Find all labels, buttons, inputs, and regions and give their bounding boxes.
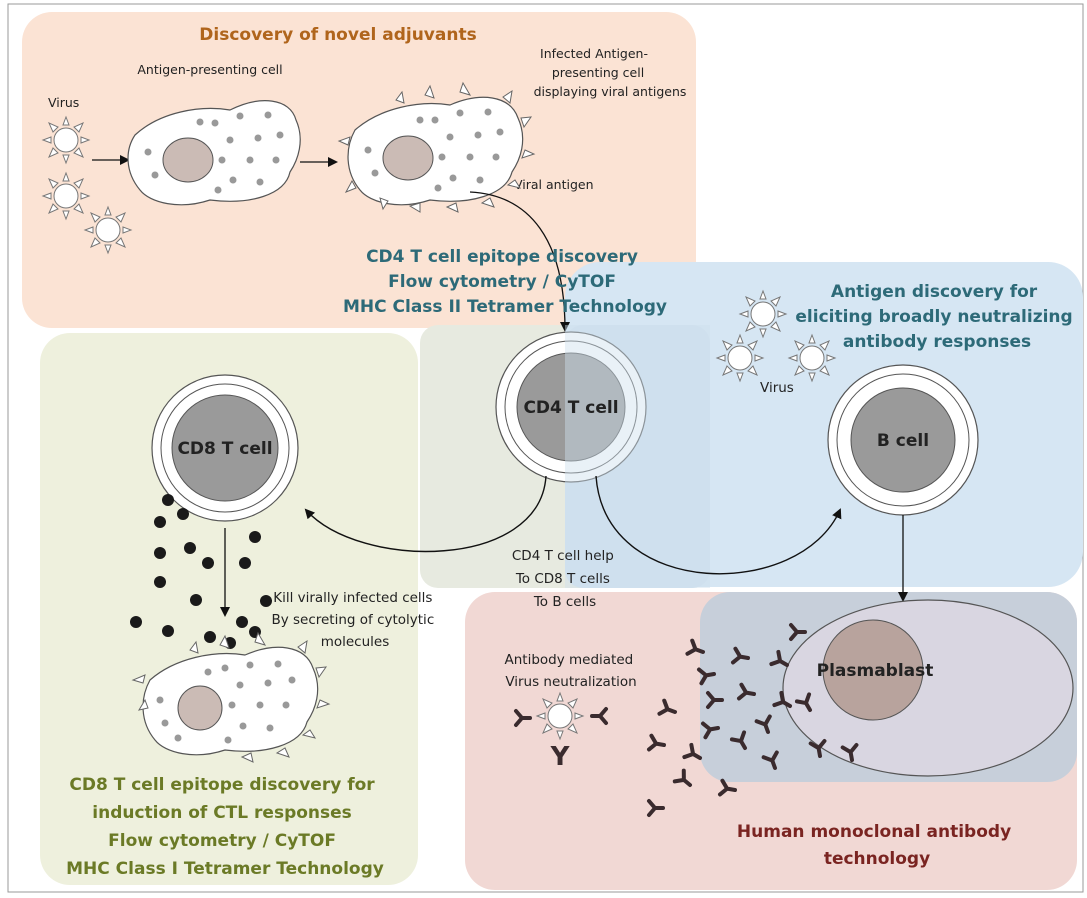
virus-icon [716, 334, 764, 382]
cd8-cell-label: CD8 T cell [177, 439, 272, 459]
arrow-cd4-to-cd8 [304, 475, 547, 553]
arrow-apc-to-cd4 [469, 191, 570, 332]
human-mab-text: Human monoclonal antibody technology [737, 822, 1017, 869]
antigen-discovery-text: Antigen discovery for eliciting broadly … [795, 282, 1078, 352]
virus-icon [739, 290, 787, 338]
cd4-epitope-text: CD4 T cell epitope discovery Flow cytome… [343, 247, 667, 317]
apc-granules [144, 111, 284, 194]
virus-icon [42, 116, 90, 164]
virus-icon [84, 206, 132, 254]
cd8-t-cell [151, 374, 299, 522]
virus-icon [42, 172, 90, 220]
antibody-mediated-text: Antibody mediated Virus neutralization [504, 652, 637, 690]
viral-antigen-label: Viral antigen [514, 177, 594, 192]
apc-cell [127, 100, 301, 206]
arrow-cd4-to-bcell [595, 475, 842, 575]
cd4-overlay [565, 325, 710, 588]
plasmablast-cell [782, 599, 1074, 777]
kill-text: Kill virally infected cells By secreting… [271, 590, 438, 650]
plasmablast-label: Plasmablast [817, 661, 934, 681]
virus-icon [788, 334, 836, 382]
antibody-glyph: Y [550, 742, 571, 772]
virus-left-label: Virus [48, 95, 79, 110]
infected-apc-label: Infected Antigen- presenting cell displa… [534, 46, 687, 99]
b-cell-label: B cell [877, 431, 929, 451]
b-cell [827, 364, 979, 516]
adjuvants-title: Discovery of novel adjuvants [199, 25, 476, 45]
apc-label: Antigen-presenting cell [137, 62, 282, 77]
cd4-t-cell [495, 331, 647, 483]
target-cell-granules [156, 660, 296, 744]
virus-right-label: Virus [760, 380, 794, 396]
cd4-cell-label: CD4 T cell [523, 398, 618, 418]
infected-apc-granules [364, 108, 504, 192]
cd4-help-text: CD4 T cell help To CD8 T cells To B cell… [512, 548, 618, 610]
target-infected-cell [131, 631, 331, 763]
cd8-epitope-text: CD8 T cell epitope discovery for inducti… [66, 775, 384, 879]
virus-icon [536, 692, 584, 740]
